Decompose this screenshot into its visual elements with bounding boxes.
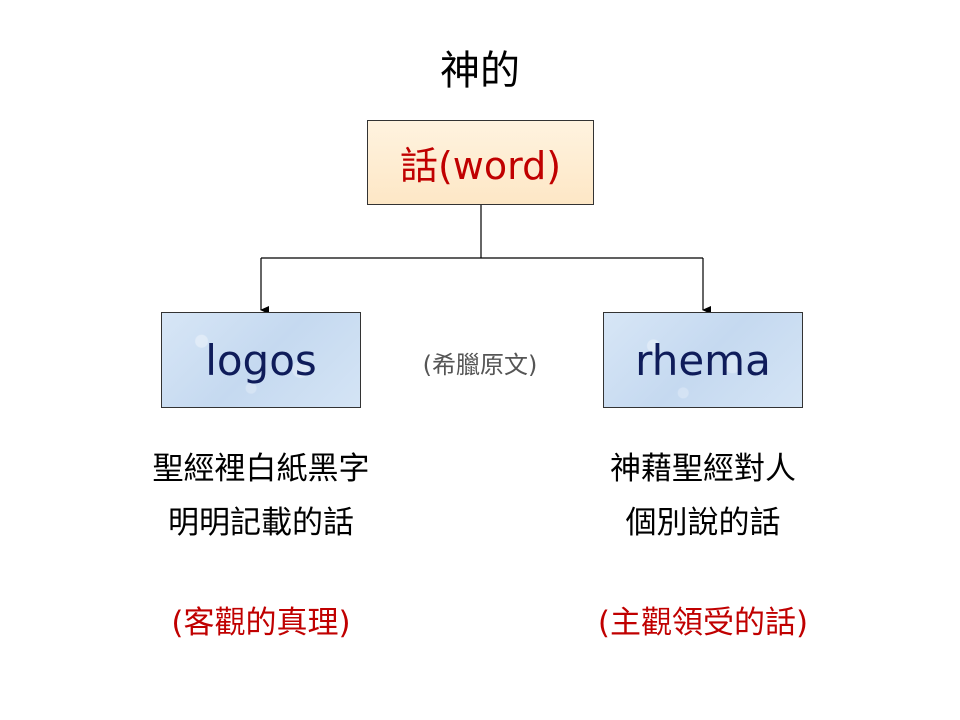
rhema-label: rhema [635,335,771,385]
logos-desc-line2: 明明記載的話 [168,505,354,541]
middle-note-greek: (希臘原文) [422,351,538,379]
child-node-rhema: rhema [603,312,803,408]
child-node-logos: logos [161,312,361,408]
page-title: 神的 [440,48,520,94]
rhema-desc-line1: 神藉聖經對人 [610,451,796,487]
root-node-label: 話(word) [399,144,562,188]
rhema-desc-line2: 個別說的話 [625,505,781,541]
logos-description: 聖經裡白紙黑字 明明記載的話 [111,442,411,550]
logos-label: logos [205,335,317,385]
rhema-description: 神藉聖經對人 個別說的話 [553,442,853,550]
logos-note: (客觀的真理) [171,605,351,641]
root-node-word: 話(word) [367,120,594,205]
logos-desc-line1: 聖經裡白紙黑字 [152,451,370,487]
rhema-note: (主觀領受的話) [597,605,809,641]
